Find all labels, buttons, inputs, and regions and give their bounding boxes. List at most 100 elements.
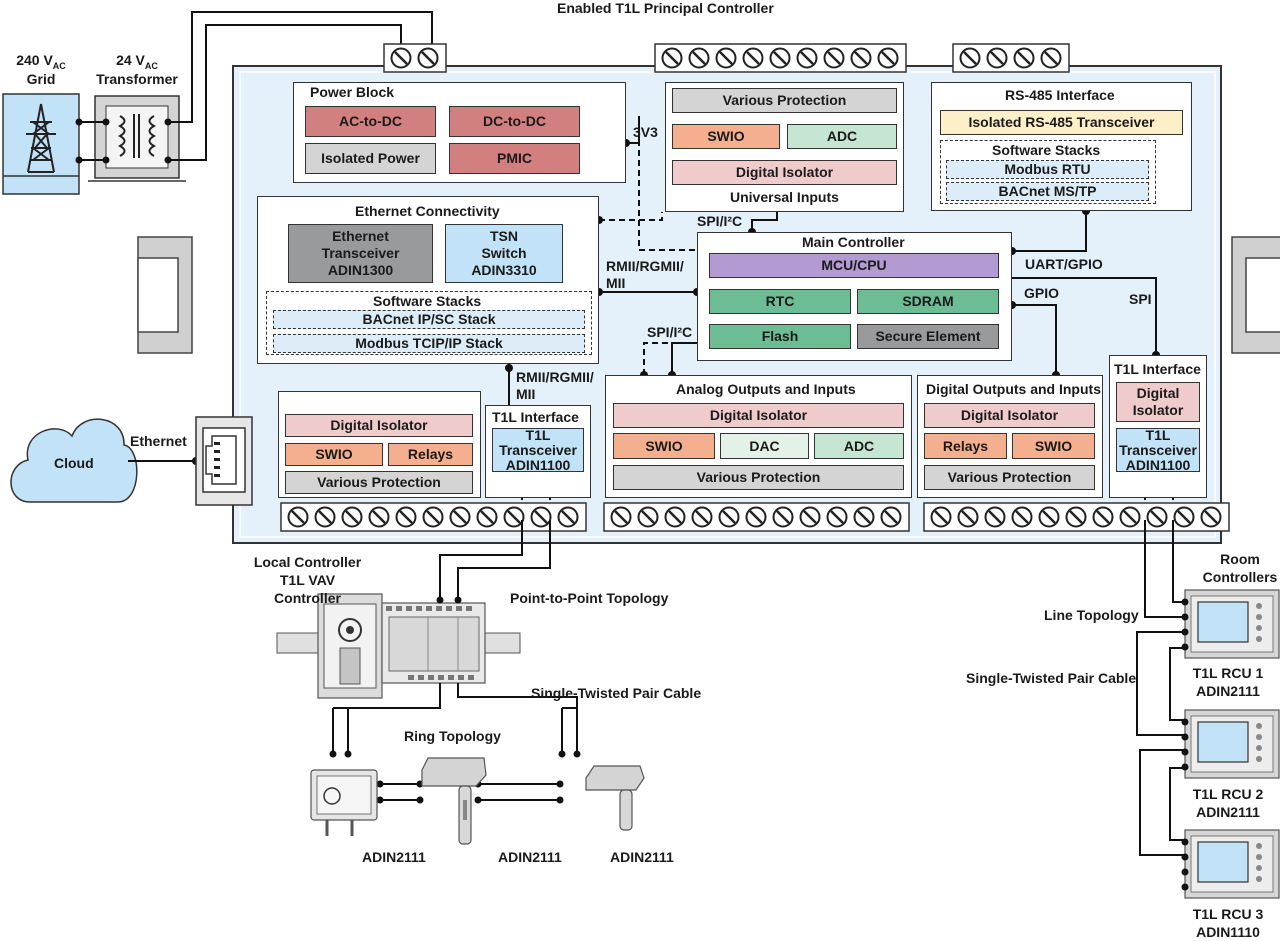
terminal-slot [803,510,817,524]
grid-label: 240 VAC Grid [0,52,82,87]
modbus-tcpip-stack: Modbus TCIP/IP Stack [273,334,585,353]
terminal-slot [749,510,763,524]
t1l-right-tx-line3: ADIN1100 [1125,456,1191,473]
terminal-slot [665,51,679,65]
rmii1-line2: MII [606,275,626,291]
bus-uart-gpio: UART/GPIO [1025,256,1103,272]
terminal-slot [773,51,787,65]
terminal-slot [668,510,682,524]
terminal-slot [399,510,413,524]
transformer-label: 24 VAC Transformer [90,52,184,87]
transformer-voltage-sub: AC [144,60,158,71]
room-controller-port [1181,598,1189,606]
din-rail-left [137,236,193,354]
terminal-slot [291,510,305,524]
tsn-line1: TSN [490,228,518,244]
room-controller-port [1181,718,1189,726]
tsn-line3: ADIN3310 [471,262,537,278]
terminal-slot [1042,510,1056,524]
terminal-slot [1015,510,1029,524]
t1l-left-tx-line3: ADIN1100 [505,456,571,473]
room-controller-button [1256,854,1262,860]
ethernet-connectivity-title: Ethernet Connectivity [355,203,500,219]
room-controller-port [1181,613,1189,621]
terminal-slot [1123,510,1137,524]
local-controller-line1: Local Controller [253,554,362,570]
ui-protection-block: Various Protection [672,88,897,113]
rcu-1-chip: ADIN2111 [1196,683,1260,699]
local-controller-label: Local Controller T1L VAV Controller [250,553,365,607]
sensor-device-1 [310,769,378,836]
room-controller-port [1181,733,1189,741]
analog-io-title: Analog Outputs and Inputs [676,381,856,397]
terminal-slot [1096,510,1110,524]
tsn-line2: Switch [481,245,527,261]
cloud-icon [10,418,138,503]
t1l-right-title: T1L Interface [1114,361,1201,377]
terminal-slot [507,510,521,524]
room-controller-screen [1197,721,1249,763]
t1l-right-isolator: Digital Isolator [1116,382,1200,422]
ui-swio-block: SWIO [672,124,780,149]
room-controller-port [1181,853,1189,861]
terminal-slot [722,510,736,524]
terminal-slot [990,51,1004,65]
terminal-slot [561,510,575,524]
room-controller-port [1181,628,1189,636]
eth-stacks-panel [266,291,592,355]
room-controller-screen [1197,601,1249,643]
transformer-voltage: 24 V [116,52,145,68]
rs485-stacks-title: Software Stacks [992,142,1101,158]
left-io-protection-block: Various Protection [285,471,473,494]
dc-to-dc-block: DC-to-DC [449,106,580,137]
t1l-right-iso-line1: Digital [1136,385,1180,401]
terminal-slot [988,510,1002,524]
p2p-topology-label: Point-to-Point Topology [510,590,669,606]
digital-protection-block: Various Protection [924,465,1095,490]
tsn-switch-block: TSN Switch ADIN3310 [445,224,563,283]
terminal-slot [345,510,359,524]
terminal-slot [963,51,977,65]
terminal-slot [421,51,435,65]
terminal-slot [719,51,733,65]
analog-dac-block: DAC [720,433,809,459]
left-io-swio-block: SWIO [285,443,383,466]
digital-isolator-block: Digital Isolator [924,403,1095,428]
terminal-slot [534,510,548,524]
transformer-name: Transformer [96,70,178,87]
power-grid-icon [2,93,80,195]
terminal-slot [1150,510,1164,524]
rcu-1-label: T1L RCU 1 ADIN2111 [1188,664,1268,700]
left-io-isolator-block: Digital Isolator [285,414,473,437]
t1l-left-tx-line2: Transceiver [499,441,577,458]
terminal-slot [695,510,709,524]
terminal-slot [480,510,494,524]
room-controller-button [1256,723,1262,729]
isolated-power-block: Isolated Power [305,143,436,174]
sensor-3-label: ADIN2111 [610,849,674,865]
room-controllers-title: Room Controllers [1200,550,1280,586]
room-controller-button [1256,734,1262,740]
grid-name: Grid [26,70,56,87]
digital-io-title: Digital Outputs and Inputs [926,381,1101,397]
terminal-slot [453,510,467,524]
room-controller-button [1256,843,1262,849]
terminal-slot [881,51,895,65]
ethernet-transceiver-block: Ethernet Transceiver ADIN1300 [288,224,433,283]
analog-adc-block: ADC [814,433,904,459]
terminal-slot [426,510,440,524]
stp-cable-left-label: Single-Twisted Pair Cable [531,685,702,701]
rcu-3-label: T1L RCU 3 ADIN1110 [1188,905,1268,941]
analog-swio-block: SWIO [613,433,715,459]
pmic-block: PMIC [449,143,580,174]
grid-voltage-sub: AC [52,60,66,71]
terminal-slot [857,510,871,524]
room-controller-button [1256,865,1262,871]
terminal-slot [394,51,408,65]
secure-element-block: Secure Element [857,324,999,349]
rcu-2-name: T1L RCU 2 [1192,786,1264,802]
bus-spi: SPI [1129,291,1152,307]
terminal-slot [776,510,790,524]
modbus-rtu-stack: Modbus RTU [946,160,1149,179]
terminal-slot [1044,51,1058,65]
